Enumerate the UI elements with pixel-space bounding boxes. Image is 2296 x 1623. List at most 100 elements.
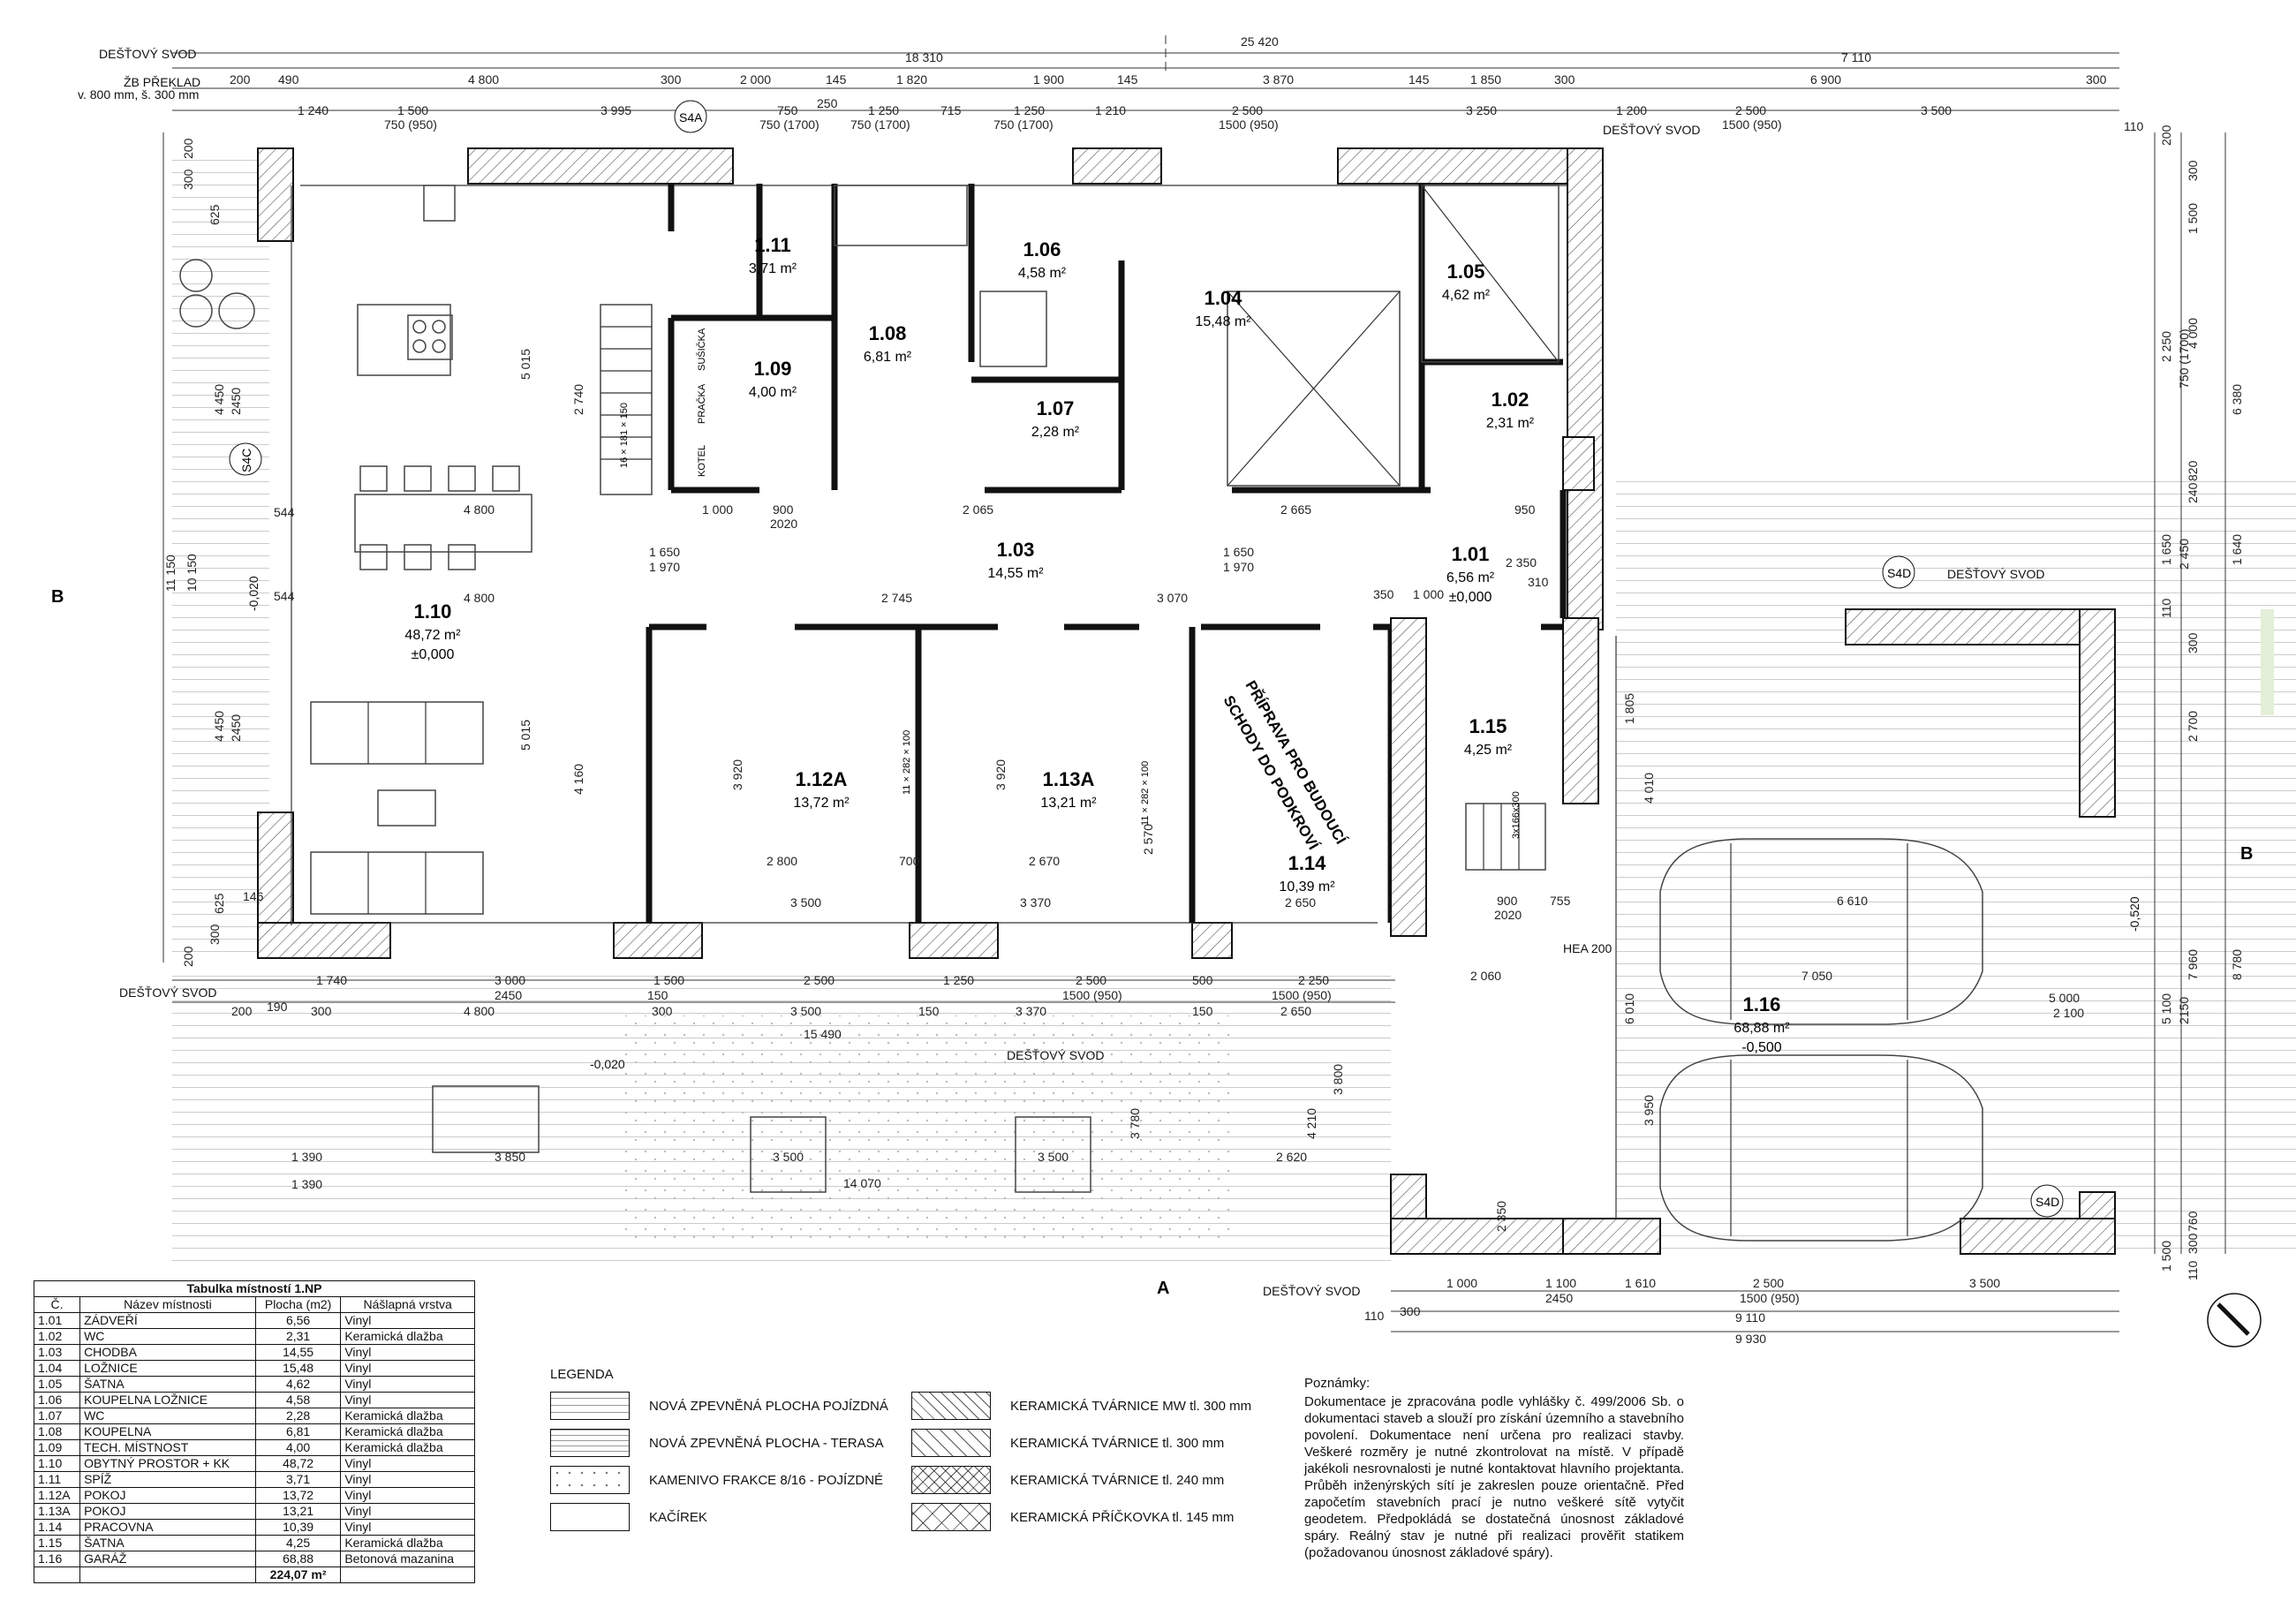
legend: LEGENDA NOVÁ ZPEVNĚNÁ PLOCHA POJÍZDNÁ NO…	[543, 1367, 1267, 1544]
svg-text:500: 500	[1192, 973, 1213, 987]
svg-text:5 000: 5 000	[2049, 991, 2080, 1005]
svg-text:1 390: 1 390	[291, 1177, 322, 1191]
table-cell	[33, 1566, 81, 1583]
car-1	[1659, 838, 1983, 1025]
svg-text:2 745: 2 745	[881, 591, 912, 605]
col-name: Název místnosti	[79, 1296, 256, 1313]
svg-text:145: 145	[826, 72, 847, 87]
svg-text:750 (1700): 750 (1700)	[759, 117, 819, 132]
table-cell	[340, 1566, 475, 1583]
svg-text:3 500: 3 500	[1969, 1276, 2000, 1290]
table-cell: 1.06	[33, 1392, 81, 1408]
svg-text:1500 (950): 1500 (950)	[1219, 117, 1279, 132]
table-cell: 224,07 m²	[254, 1566, 342, 1583]
svg-text:1 500: 1 500	[653, 973, 684, 987]
svg-text:300: 300	[2186, 160, 2200, 181]
table-cell: 4,58	[254, 1392, 342, 1408]
legend-item: KAČÍREK	[550, 1503, 707, 1531]
dimension-lines	[162, 35, 2226, 1332]
terrace-block-2	[1015, 1116, 1091, 1193]
svg-text:300: 300	[181, 169, 195, 190]
table-cell: 10,39	[254, 1519, 342, 1536]
s4c-marker: S4C	[239, 449, 253, 472]
svg-text:625: 625	[212, 893, 226, 914]
gravel-swatch-icon	[550, 1466, 630, 1494]
room-area: 2,31 m²	[1486, 416, 1535, 431]
svg-text:2 450: 2 450	[2177, 539, 2191, 570]
table-cell: 2,31	[254, 1328, 342, 1345]
terrace-block-1	[750, 1116, 827, 1193]
svg-text:DEŠŤOVÝ SVOD: DEŠŤOVÝ SVOD	[1007, 1048, 1104, 1062]
table-cell: 14,55	[254, 1344, 342, 1361]
svg-text:2 650: 2 650	[1285, 895, 1316, 910]
stair-spec-4: 3x166x300	[1511, 791, 1522, 839]
svg-text:3 870: 3 870	[1263, 72, 1294, 87]
legend-title: LEGENDA	[550, 1367, 614, 1382]
svg-text:6 010: 6 010	[1622, 993, 1636, 1024]
svg-text:2 620: 2 620	[1276, 1150, 1307, 1164]
svg-text:300: 300	[2186, 632, 2200, 653]
table-cell: KOUPELNA	[79, 1423, 256, 1440]
svg-text:110: 110	[1364, 1309, 1385, 1323]
svg-text:25 420: 25 420	[1241, 34, 1279, 49]
svg-text:2 670: 2 670	[1029, 854, 1060, 868]
svg-text:1 805: 1 805	[1622, 693, 1636, 724]
table-cell: Vinyl	[340, 1503, 475, 1520]
bed	[1227, 291, 1401, 487]
svg-text:300: 300	[2186, 1233, 2200, 1254]
stair-living	[600, 304, 653, 495]
legend-item: KERAMICKÁ PŘÍČKOVKA tl. 145 mm	[911, 1503, 1234, 1531]
col-area: Plocha (m2)	[254, 1296, 342, 1313]
svg-text:2 065: 2 065	[963, 502, 993, 517]
svg-text:5 015: 5 015	[518, 349, 532, 380]
svg-text:3 920: 3 920	[730, 759, 744, 790]
svg-text:1500 (950): 1500 (950)	[1272, 988, 1332, 1002]
table-cell: CHODBA	[79, 1344, 256, 1361]
room-area: 14,55 m²	[987, 566, 1044, 581]
table-title: Tabulka místností 1.NP	[34, 1280, 475, 1297]
table-cell: 6,81	[254, 1423, 342, 1440]
table-cell: Vinyl	[340, 1487, 475, 1504]
table-cell: ŠATNA	[79, 1535, 256, 1551]
legend-label: NOVÁ ZPEVNĚNÁ PLOCHA POJÍZDNÁ	[649, 1398, 888, 1414]
col-floor: Nášlapná vrstva	[340, 1296, 475, 1313]
table-cell: Keramická dlažba	[340, 1535, 475, 1551]
svg-text:1 240: 1 240	[298, 103, 329, 117]
room-area: 68,88 m²	[1733, 1021, 1790, 1036]
table-cell: LOŽNICE	[79, 1360, 256, 1377]
svg-text:10 150: 10 150	[185, 554, 199, 592]
table-cell: Vinyl	[340, 1376, 475, 1393]
table-cell: KOUPELNA LOŽNICE	[79, 1392, 256, 1408]
table-cell: 1.14	[33, 1519, 81, 1536]
table-cell: 6,56	[254, 1312, 342, 1329]
table-cell: 13,72	[254, 1487, 342, 1504]
svg-text:2 250: 2 250	[2159, 331, 2173, 362]
terrace-block-1-label: 3 500	[773, 1150, 804, 1164]
col-num: Č.	[33, 1296, 81, 1313]
svg-text:544: 544	[274, 505, 295, 519]
table-cell: 1.03	[33, 1344, 81, 1361]
car-2	[1659, 1054, 1983, 1242]
svg-text:300: 300	[661, 72, 682, 87]
driveable-paving-swatch-icon	[550, 1392, 630, 1420]
table-cell: OBYTNÝ PROSTOR + KK	[79, 1455, 256, 1472]
svg-text:1500 (950): 1500 (950)	[1722, 117, 1782, 132]
driveway-paving	[1616, 472, 2296, 1258]
room-area: 4,00 m²	[749, 385, 797, 400]
east-lawn	[2261, 609, 2274, 715]
svg-text:1 500: 1 500	[2186, 203, 2200, 234]
partition145-swatch-icon	[911, 1503, 991, 1531]
svg-text:146: 146	[243, 889, 264, 903]
svg-text:11 150: 11 150	[163, 555, 177, 592]
table-cell: 3,71	[254, 1471, 342, 1488]
legend-item: KERAMICKÁ TVÁRNICE MW tl. 300 mm	[911, 1392, 1251, 1420]
dims-inner-text: 5 015 5 015 2 740 4 160 3 920 3 920 2 57…	[464, 349, 2084, 1232]
svg-text:9 930: 9 930	[1735, 1332, 1766, 1346]
